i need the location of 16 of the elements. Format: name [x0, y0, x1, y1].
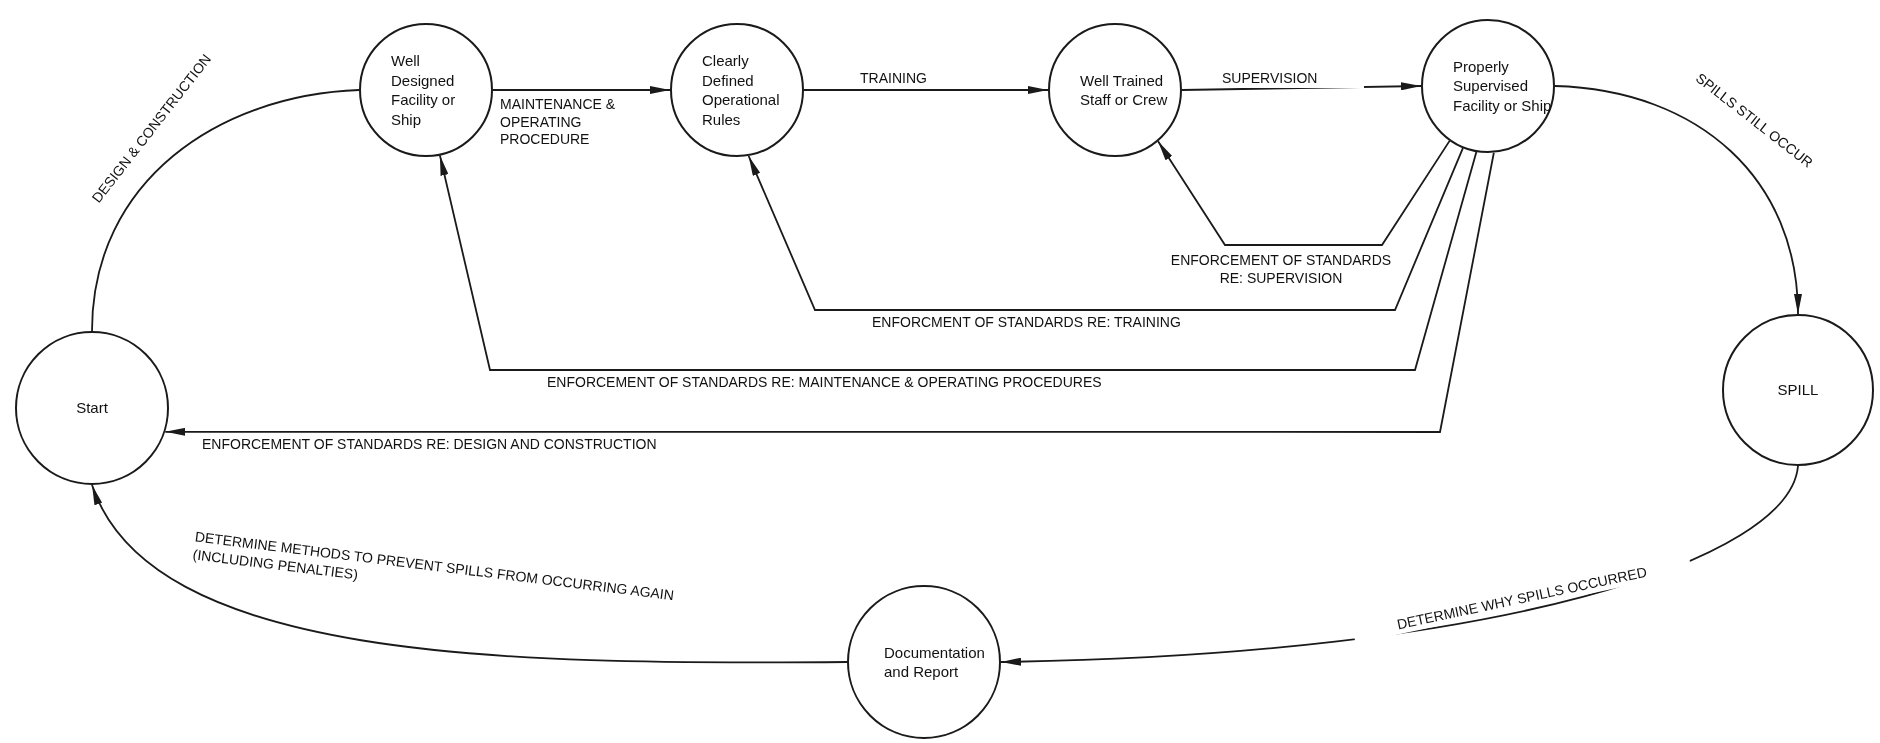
node-label: Documentation and Report [884, 642, 986, 682]
node-label: SPILL [1776, 380, 1820, 400]
node-label: Properly Supervised Facility or Ship [1453, 56, 1553, 116]
arrow [164, 151, 1495, 436]
node-label: Clearly Defined Operational Rules [702, 51, 781, 129]
arrow [91, 484, 848, 664]
node-label: Start [75, 398, 109, 418]
arrow [492, 86, 671, 94]
arrow [1157, 140, 1451, 246]
arrow [1554, 85, 1801, 315]
arrow [747, 147, 1464, 311]
node-label: Well Trained Staff or Crew [1080, 70, 1169, 110]
edge-label: SUPERVISION [1220, 70, 1364, 88]
arrow [439, 151, 1478, 371]
node-label: Well Designed Facility or Ship [391, 51, 457, 129]
arrow [803, 86, 1049, 94]
